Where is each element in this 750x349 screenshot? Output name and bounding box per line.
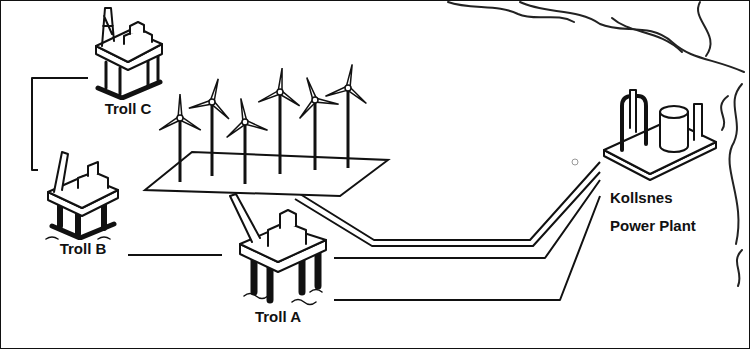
turbine-tower: [211, 102, 214, 176]
platform-drawing: [660, 106, 688, 118]
pipeline: [128, 254, 222, 256]
platform-label: Troll A: [222, 308, 334, 326]
pipeline: [334, 196, 600, 300]
turbine-tower: [244, 122, 247, 184]
platform-icon: [38, 148, 128, 240]
platform-drawing: [244, 290, 322, 305]
platform: Troll A: [222, 192, 334, 330]
platform-label: Troll C: [88, 100, 168, 118]
wind-turbine: [257, 68, 300, 174]
platform: Troll B: [38, 148, 128, 262]
platform-drawing: [52, 224, 114, 238]
turbine-tower: [279, 92, 282, 174]
platform-drawing: [98, 82, 160, 98]
platform-drawing: [280, 210, 296, 228]
platform-icon: [222, 192, 334, 308]
wind-turbine: [325, 64, 368, 168]
coast-line: [698, 2, 711, 56]
coast-line: [730, 84, 742, 244]
turbine-hub: [312, 97, 318, 103]
pipeline: [32, 78, 88, 170]
platform-icon: [600, 84, 720, 184]
coastline: [448, 2, 744, 286]
wind-turbine: [225, 98, 268, 184]
turbine-tower: [314, 100, 317, 170]
wind-turbine: [298, 77, 339, 170]
wind-turbines: [158, 64, 367, 184]
turbine-hub: [177, 115, 183, 121]
platform-drawing: [130, 22, 144, 34]
coast-line: [737, 250, 742, 286]
platform-drawing: [694, 104, 702, 140]
platform: Troll C: [88, 4, 168, 122]
turbine-hub: [345, 85, 351, 91]
platform-drawing: [46, 237, 110, 239]
platform-drawing: [102, 8, 114, 46]
coast-line: [612, 18, 682, 52]
turbine-tower: [347, 88, 350, 168]
turbine-tower: [179, 118, 182, 182]
platform-drawing: [630, 90, 636, 132]
platform-drawing: [230, 194, 260, 242]
coast-line: [721, 96, 728, 130]
pipeline: [334, 180, 600, 258]
marker-dot: [572, 159, 578, 165]
turbine-hub: [209, 99, 215, 105]
platform-drawing: [96, 30, 162, 62]
platform-drawing: [54, 152, 68, 192]
turbine-hub: [242, 119, 248, 125]
coast-line: [520, 2, 744, 72]
turbine-hub: [277, 89, 283, 95]
platform-label: Kollsnes Power Plant: [610, 184, 710, 240]
coast-line: [448, 2, 574, 22]
platform: Kollsnes Power Plant: [600, 84, 720, 244]
platform-drawing: [88, 162, 98, 176]
platform-icon: [88, 4, 168, 100]
platform-label: Troll B: [38, 240, 128, 258]
wind-turbine: [188, 78, 230, 176]
